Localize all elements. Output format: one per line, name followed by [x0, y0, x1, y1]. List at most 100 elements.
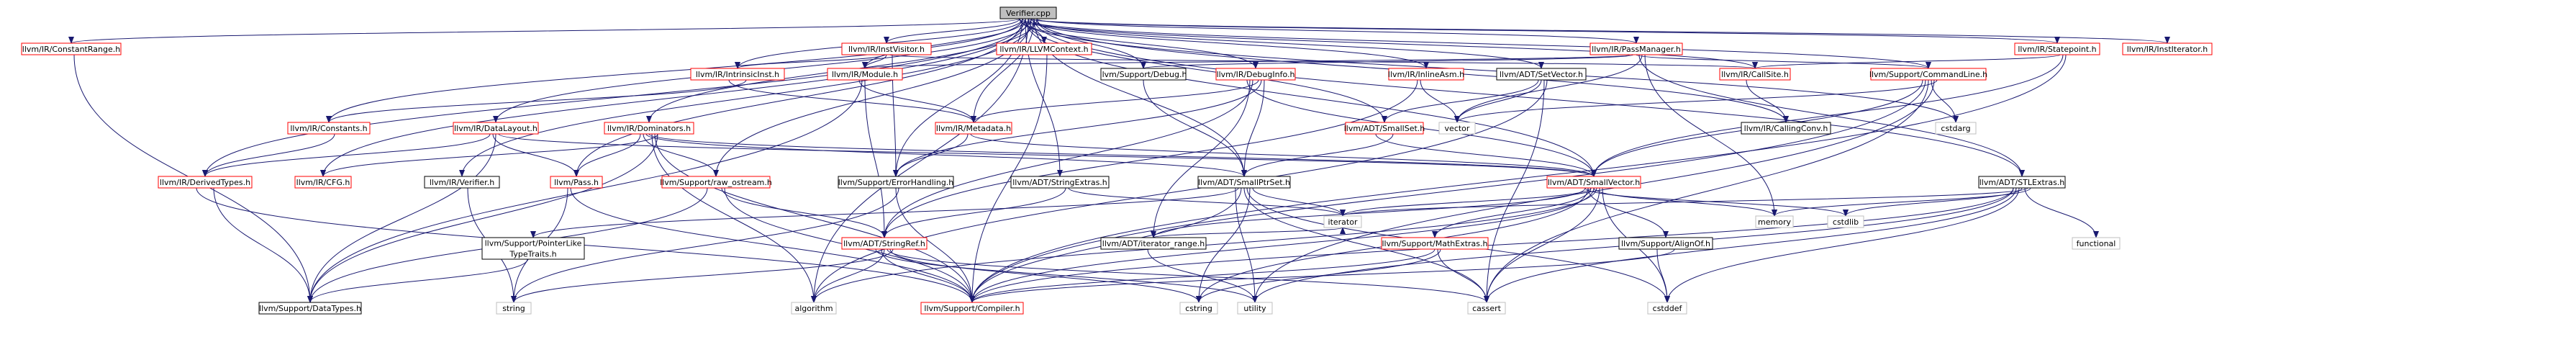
node-label: llvm/Support/Compiler.h	[924, 304, 1020, 313]
edge-constants-h-to-derivedtypes-h	[202, 133, 335, 177]
node-passmanager-h[interactable]: llvm/IR/PassManager.h	[1589, 42, 1683, 55]
node-smallptrset-h[interactable]: llvm/ADT/SmallPtrSet.h	[1197, 176, 1291, 189]
node-pass-h[interactable]: llvm/Pass.h	[550, 176, 603, 189]
node-cfg-h[interactable]: llvm/IR/CFG.h	[294, 176, 352, 189]
edge-stlextras-h-to-compiler-h	[969, 187, 2014, 303]
node-constants-h[interactable]: llvm/IR/Constants.h	[287, 122, 371, 135]
node-iterator-range-h[interactable]: llvm/ADT/iterator_range.h	[1100, 237, 1207, 250]
edge-verifier-cpp-to-statepoint-h	[1028, 18, 2060, 44]
node-verifier-cpp[interactable]: Verifier.cpp	[999, 6, 1057, 19]
edge-stringref-h-to-compiler-h	[881, 248, 975, 303]
edge-verifier-cpp-to-inlineasm-h	[1028, 18, 1429, 69]
node-commandline-h[interactable]: llvm/Support/CommandLine.h	[1869, 68, 1987, 81]
edge-smallptrset-h-to-cassert	[1243, 187, 1489, 303]
node-label: llvm/Support/AlignOf.h	[1621, 239, 1710, 248]
edge-mathextras-h-to-compiler-h	[969, 248, 1436, 303]
node-label: llvm/IR/Module.h	[832, 70, 898, 79]
node-box	[827, 68, 903, 81]
node-derivedtypes-h[interactable]: llvm/IR/DerivedTypes.h	[158, 176, 253, 189]
node-box	[496, 302, 532, 315]
node-box	[999, 6, 1057, 19]
node-smallset-h[interactable]: llvm/ADT/SmallSet.h	[1344, 122, 1425, 135]
node-metadata-h[interactable]: llvm/IR/Metadata.h	[935, 122, 1012, 135]
node-ir-verifier-h[interactable]: llvm/IR/Verifier.h	[424, 176, 500, 189]
node-string: string	[496, 302, 532, 315]
node-module-h[interactable]: llvm/IR/Module.h	[827, 68, 903, 81]
node-stringextras-h[interactable]: llvm/ADT/StringExtras.h	[1010, 176, 1110, 189]
edge-debuginfo-h-to-metadata-h	[971, 79, 1259, 123]
node-label: utility	[1243, 304, 1266, 313]
node-label: llvm/ADT/STLExtras.h	[1979, 178, 2065, 187]
node-box	[1345, 122, 1424, 135]
node-label: Verifier.cpp	[1006, 9, 1051, 18]
node-inlineasm-h[interactable]: llvm/IR/InlineAsm.h	[1388, 68, 1464, 81]
node-raw-ostream-h[interactable]: llvm/Support/raw_ostream.h	[660, 176, 772, 189]
node-box	[841, 42, 932, 55]
edge-metadata-h-to-smallvector-h	[970, 133, 1597, 177]
node-box	[1100, 68, 1187, 81]
node-label: llvm/Pass.h	[554, 178, 599, 187]
edge-verifier-cpp-to-callsite-h	[1019, 18, 1758, 69]
node-box	[791, 302, 837, 315]
edge-verifier-cpp-to-commandline-h	[1022, 18, 1931, 69]
edge-dominators-h-to-smallvector-h	[648, 133, 1597, 177]
edge-verifier-cpp-to-stlextras-h	[1033, 18, 2025, 177]
edge-dominators-h-to-raw-ostream-h	[643, 133, 719, 177]
edge-stringref-h-to-string	[511, 248, 894, 303]
edge-passmanager-h-to-commandline-h	[1636, 54, 1931, 69]
node-statepoint-h[interactable]: llvm/IR/Statepoint.h	[2014, 42, 2100, 55]
node-cstdarg: cstdarg	[1935, 122, 1977, 135]
edge-instvisitor-h-to-callsite-h	[889, 54, 1757, 69]
node-box	[294, 176, 352, 189]
edge-datalayout-h-to-derivedtypes-h	[202, 133, 491, 177]
node-errorhandling-h[interactable]: llvm/Support/ErrorHandling.h	[838, 176, 954, 189]
edge-datalayout-h-to-pass-h	[492, 133, 579, 177]
node-label: cstdlib	[1833, 217, 1859, 227]
node-setvector-h[interactable]: llvm/ADT/SetVector.h	[1496, 68, 1587, 81]
edge-inlineasm-h-to-stringref-h	[881, 79, 1418, 238]
node-stringref-h[interactable]: llvm/ADT/StringRef.h	[841, 237, 928, 250]
node-cstddef: cstddef	[1647, 302, 1687, 315]
node-box	[453, 122, 539, 135]
node-box	[1546, 176, 1641, 189]
edge-debug-h-to-smallptrset-h	[1143, 79, 1247, 177]
node-datatypes-h[interactable]: llvm/Support/DataTypes.h	[258, 302, 362, 315]
node-intrinsicinst-h[interactable]: llvm/IR/IntrinsicInst.h	[690, 68, 785, 81]
node-alignof-h[interactable]: llvm/Support/AlignOf.h	[1618, 237, 1713, 250]
node-instvisitor-h[interactable]: llvm/IR/InstVisitor.h	[841, 42, 932, 55]
edge-debuginfo-h-to-smallptrset-h	[1241, 79, 1265, 177]
edge-dominators-h-to-compiler-h	[654, 133, 975, 303]
edge-statepoint-h-to-callsite-h	[1752, 54, 2061, 69]
edge-statepoint-h-to-compiler-h	[969, 54, 2067, 303]
node-institerator-h[interactable]: llvm/IR/InstIterator.h	[2122, 42, 2213, 55]
node-box	[287, 122, 371, 135]
node-dominators-h[interactable]: llvm/IR/Dominators.h	[604, 122, 694, 135]
node-box	[1741, 122, 1831, 135]
node-constantrange-h[interactable]: llvm/IR/ConstantRange.h	[21, 42, 122, 55]
node-smallvector-h[interactable]: llvm/ADT/SmallVector.h	[1546, 176, 1641, 189]
node-label: llvm/IR/DerivedTypes.h	[160, 178, 250, 187]
node-llvmcontext-h[interactable]: llvm/IR/LLVMContext.h	[996, 42, 1092, 55]
node-callsite-h[interactable]: llvm/IR/CallSite.h	[1719, 68, 1791, 81]
node-box	[1618, 237, 1713, 250]
edge-stlextras-h-to-iterator	[1340, 187, 2028, 217]
edge-smallvector-h-to-iterator	[1340, 187, 1592, 217]
node-box	[2014, 42, 2100, 55]
edge-intrinsicinst-h-to-constants-h	[326, 79, 747, 123]
node-debug-h[interactable]: llvm/Support/Debug.h	[1100, 68, 1187, 81]
node-stlextras-h[interactable]: llvm/ADT/STLExtras.h	[1978, 176, 2066, 189]
node-callingconv-h[interactable]: llvm/IR/CallingConv.h	[1741, 122, 1831, 135]
node-debuginfo-h[interactable]: llvm/IR/DebugInfo.h	[1215, 68, 1296, 81]
node-box	[1381, 237, 1489, 250]
node-compiler-h[interactable]: llvm/Support/Compiler.h	[920, 302, 1024, 315]
edge-mathextras-h-to-cassert	[1437, 248, 1489, 303]
node-functional: functional	[2072, 237, 2121, 250]
node-datalayout-h[interactable]: llvm/IR/DataLayout.h	[453, 122, 539, 135]
edge-verifier-cpp-to-smallvector-h	[1025, 18, 1597, 177]
node-box	[1323, 215, 1362, 228]
node-mathextras-h[interactable]: llvm/Support/MathExtras.h	[1381, 237, 1489, 250]
edge-dominators-h-to-algorithm	[651, 133, 817, 303]
edge-commandline-h-to-cstdarg	[1931, 79, 1959, 123]
edge-smallvector-h-to-compiler-h	[969, 187, 1595, 303]
